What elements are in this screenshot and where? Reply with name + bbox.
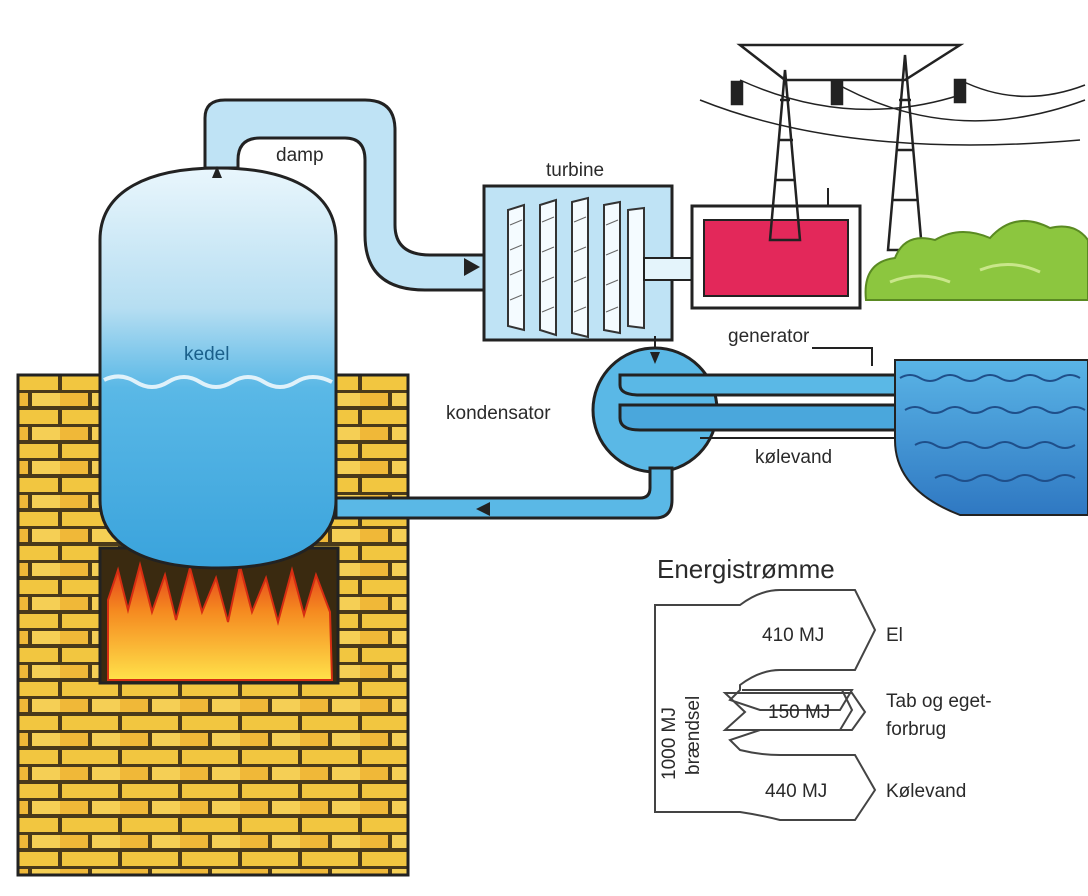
- generator-leader: [812, 347, 873, 366]
- return-arrow: [476, 502, 490, 516]
- label-damp: damp: [276, 145, 324, 166]
- flow-loss-label-1: Tab og eget-: [886, 691, 992, 712]
- boiler: [98, 166, 338, 570]
- label-kondensator: kondensator: [446, 403, 551, 424]
- fire: [107, 561, 334, 681]
- trees: [864, 220, 1088, 301]
- steam-up-arrow: [212, 166, 222, 178]
- flow-loss-value: 150 MJ: [768, 702, 830, 723]
- condensate-arrow: [650, 352, 660, 364]
- input-line2: brændsel: [683, 696, 704, 775]
- steam-pipe: [203, 98, 492, 292]
- flow-el-value: 410 MJ: [762, 625, 824, 646]
- label-kedel: kedel: [184, 344, 229, 365]
- generator: [690, 188, 862, 310]
- flow-cooling-value: 440 MJ: [765, 781, 827, 802]
- label-generator: generator: [728, 326, 810, 347]
- lake: [894, 359, 1088, 516]
- label-turbine: turbine: [546, 160, 604, 181]
- loss-arrow: [722, 692, 867, 731]
- cooling-pipes: [618, 373, 902, 439]
- input-line1: 1000 MJ: [659, 707, 680, 780]
- label-kolevand: kølevand: [755, 447, 832, 468]
- flow-loss-label-2: forbrug: [886, 719, 946, 740]
- flow-el-label: El: [886, 625, 903, 646]
- energy-flow: Energistrømme 1000 MJ brændsel 410 MJ El…: [654, 554, 992, 821]
- energy-title: Energistrømme: [657, 554, 835, 584]
- turbine: [482, 184, 705, 342]
- return-pipe: [334, 466, 674, 520]
- flow-cooling-label: Kølevand: [886, 781, 966, 802]
- steam-arrow: [464, 258, 480, 276]
